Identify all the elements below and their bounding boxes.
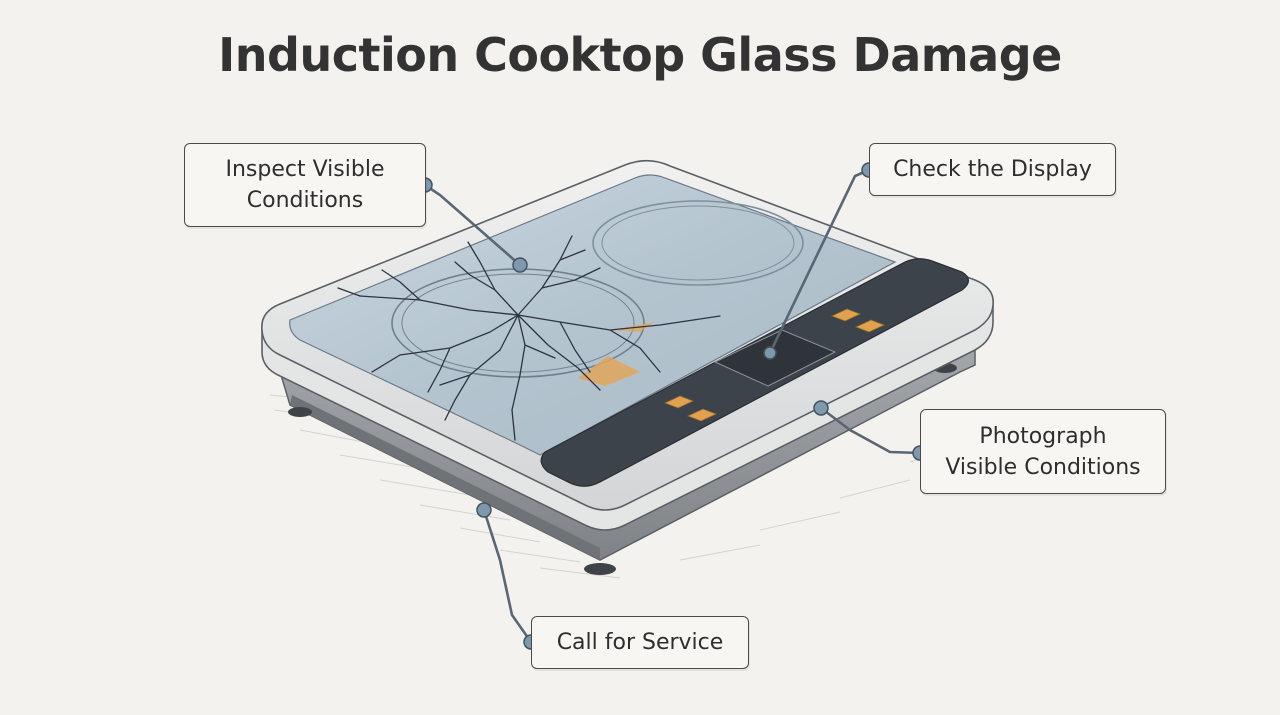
callout-call-for-service: Call for Service — [531, 616, 749, 669]
leader-service — [482, 508, 533, 644]
callout-inspect-visible-conditions: Inspect Visible Conditions — [184, 143, 426, 227]
display-window — [713, 329, 837, 387]
diagram-title: Induction Cooktop Glass Damage — [218, 28, 1062, 82]
callout-service-label: Call for Service — [556, 630, 724, 655]
burner-ring-right — [592, 200, 804, 286]
dot-display-target — [763, 346, 777, 360]
dot-service-target — [476, 502, 492, 518]
foot-left — [288, 407, 312, 417]
leader-photograph — [819, 406, 922, 455]
dot-photograph-target — [813, 400, 829, 416]
exposed-coil — [578, 356, 640, 386]
callout-photograph-visible-conditions: Photograph Visible Conditions — [920, 409, 1166, 494]
control-buttons — [663, 308, 886, 422]
callout-inspect-line2: Conditions — [246, 188, 364, 213]
foot-front — [584, 563, 616, 575]
callout-photograph-line2: Visible Conditions — [945, 454, 1141, 480]
glass-cracks — [337, 235, 721, 441]
callout-inspect-line1: Inspect Visible — [225, 157, 385, 182]
callout-check-display: Check the Display — [869, 143, 1116, 196]
callout-photograph-line1: Photograph — [979, 423, 1107, 449]
callout-display-label: Check the Display — [893, 157, 1092, 182]
dot-inspect-target — [512, 257, 528, 273]
